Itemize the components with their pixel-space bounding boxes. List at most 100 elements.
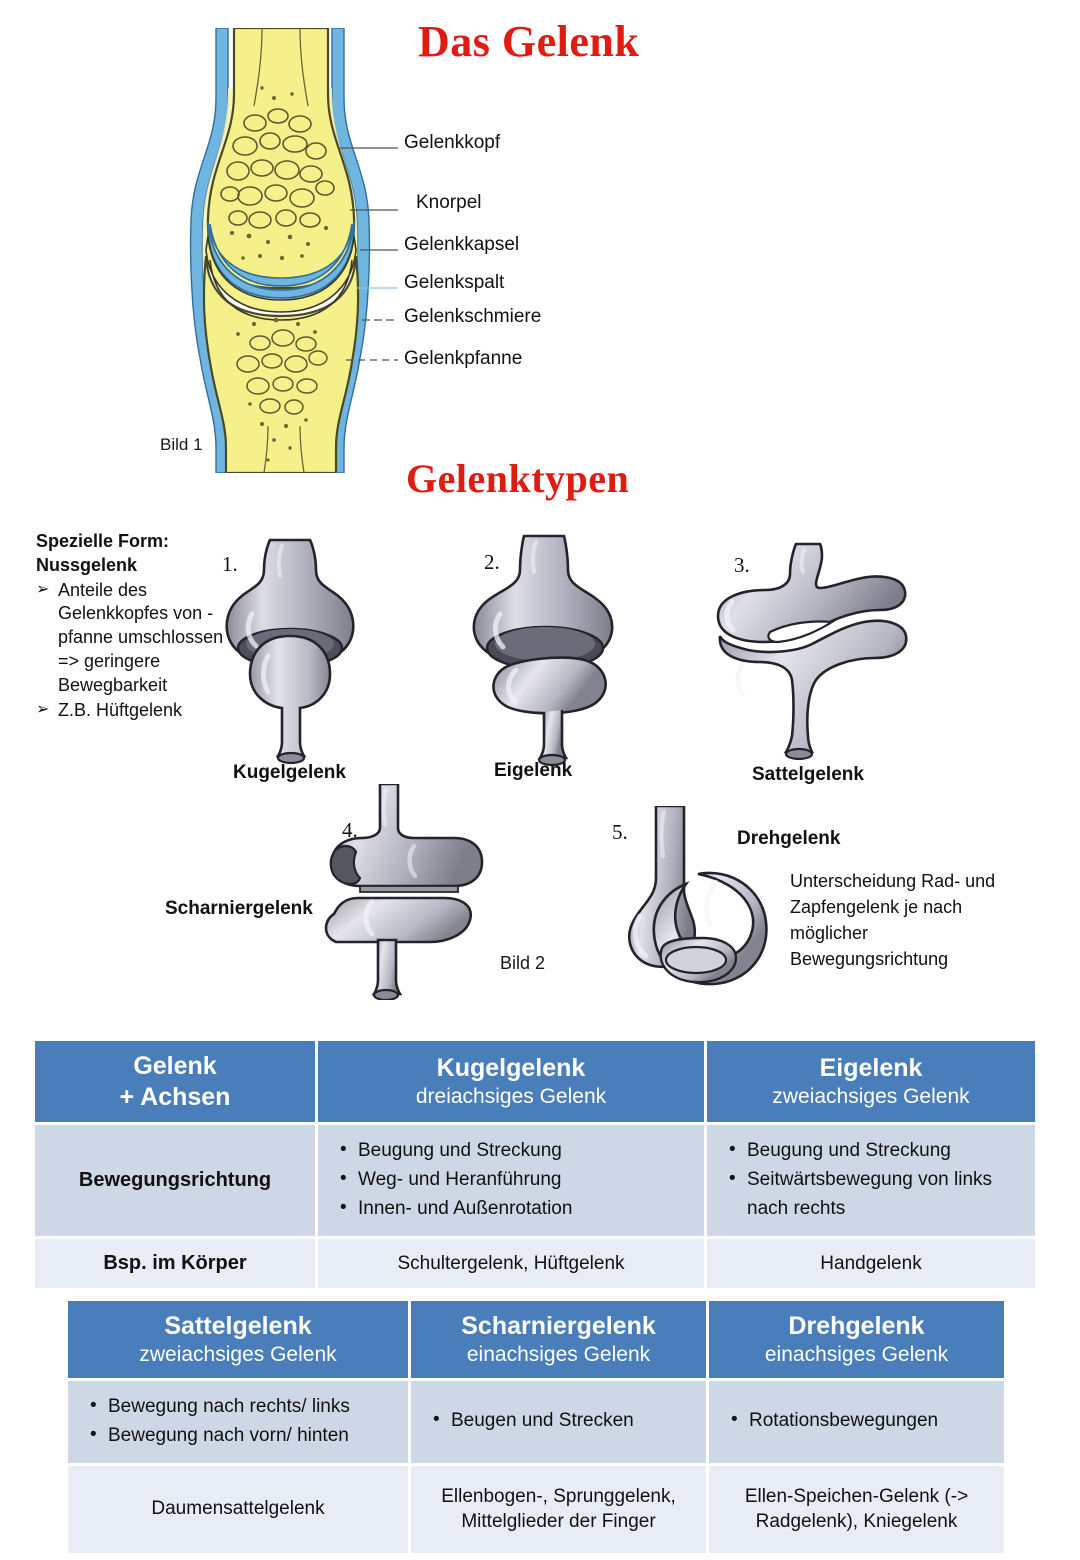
joint-comparison-table-2: Sattelgelenk zweiachsiges Gelenk Scharni… bbox=[65, 1298, 1007, 1556]
header-title: Eigelenk bbox=[819, 1054, 923, 1083]
special-form-bullet-text: Z.B. Hüftgelenk bbox=[58, 700, 183, 721]
table1-header-cell-1: Gelenk + Achsen bbox=[35, 1041, 315, 1122]
table2-cell-scharniergelenk-movements: • Beugen und Strecken bbox=[411, 1380, 706, 1463]
header-subtitle: einachsiges Gelenk bbox=[466, 1342, 651, 1366]
list-item: • Bewegung nach rechts/ links bbox=[82, 1393, 394, 1422]
bullet-icon: • bbox=[340, 1196, 347, 1218]
table2-cell-drehgelenk-movements: • Rotationsbewegungen bbox=[709, 1380, 1004, 1463]
bullet-icon: • bbox=[90, 1394, 97, 1416]
table-row: • Bewegung nach rechts/ links • Bewegung n… bbox=[68, 1380, 1004, 1463]
row-label-bewegungsrichtung: Bewegungsrichtung bbox=[35, 1125, 315, 1236]
anatomy-label-gelenkkapsel: Gelenkkapsel bbox=[404, 234, 520, 255]
list-item-text: Bewegung nach rechts/ links bbox=[108, 1395, 350, 1417]
row-label-bsp-im-koerper: Bsp. im Körper bbox=[35, 1238, 315, 1289]
list-item: • Innen- und Außenrotation bbox=[332, 1195, 690, 1224]
list-item: • Beugen und Strecken bbox=[425, 1407, 692, 1436]
header-title: Scharniergelenk bbox=[461, 1312, 656, 1340]
table2-header-cell-3: Drehgelenk einachsiges Gelenk bbox=[709, 1301, 1004, 1378]
list-item: • Rotationsbewegungen bbox=[723, 1407, 990, 1436]
table1-cell-eigelenk-examples: Handgelenk bbox=[707, 1238, 1035, 1289]
anatomy-label-gelenkkopf: Gelenkkopf bbox=[404, 132, 501, 153]
drehgelenk-illustration bbox=[610, 806, 790, 1012]
list-item: • Weg- und Heranführung bbox=[332, 1166, 690, 1195]
figure-number-5: 5. bbox=[612, 820, 628, 844]
section-title-gelenktypen: Gelenktypen bbox=[406, 456, 630, 501]
table-row: Bsp. im Körper Schultergelenk, Hüftgelen… bbox=[35, 1238, 1035, 1289]
list-item: • Bewegung nach vorn/ hinten bbox=[82, 1422, 394, 1451]
anatomy-label-gelenkpfanne: Gelenkpfanne bbox=[404, 348, 523, 369]
table1-header-cell-2: Kugelgelenk dreiachsiges Gelenk bbox=[318, 1041, 704, 1122]
header-subtitle: zweiachsiges Gelenk bbox=[139, 1342, 337, 1366]
bullet-icon: • bbox=[729, 1167, 736, 1189]
kugelgelenk-illustration bbox=[216, 536, 364, 766]
table1-cell-kugelgelenk-movements: • Beugung und Streckung • Weg- und Heranfü… bbox=[318, 1125, 704, 1236]
list-item-text: Beugen und Strecken bbox=[451, 1410, 634, 1432]
bullet-icon: • bbox=[731, 1409, 738, 1431]
anatomy-label-knorpel: Knorpel bbox=[416, 192, 482, 213]
table-header-row: Sattelgelenk zweiachsiges Gelenk Scharni… bbox=[68, 1301, 1004, 1378]
special-form-list: ➢ Anteile des Gelenkkopfes von -pfanne u… bbox=[36, 579, 236, 724]
joint-label-eigelenk: Eigelenk bbox=[494, 760, 573, 781]
special-form-heading-line1: Spezielle Form: bbox=[36, 531, 170, 551]
bullet-icon: • bbox=[90, 1423, 97, 1445]
joint-label-kugelgelenk: Kugelgelenk bbox=[233, 762, 346, 783]
header-title: Kugelgelenk bbox=[436, 1054, 586, 1083]
arrow-bullet-icon: ➢ bbox=[36, 580, 50, 598]
joint-label-sattelgelenk: Sattelgelenk bbox=[752, 764, 864, 785]
sattelgelenk-illustration bbox=[712, 540, 912, 760]
list-item: ➢ Anteile des Gelenkkopfes von -pfanne u… bbox=[36, 579, 236, 699]
list-item: •Beugung und Streckung bbox=[721, 1137, 1021, 1166]
arrow-bullet-icon: ➢ bbox=[36, 701, 50, 719]
page-title: Das Gelenk bbox=[418, 17, 640, 66]
table2-cell-scharniergelenk-examples: Ellenbogen-, Sprunggelenk, Mittelglieder… bbox=[411, 1465, 706, 1553]
header-title: Gelenk bbox=[133, 1052, 217, 1080]
table2-header-cell-2: Scharniergelenk einachsiges Gelenk bbox=[411, 1301, 706, 1378]
table-row: Bewegungsrichtung •Beugung und Streckung… bbox=[35, 1125, 1035, 1236]
list-item: • Seitwärtsbewegung von links nach rechts bbox=[721, 1166, 1021, 1224]
figure1-caption: Bild 1 bbox=[160, 435, 203, 454]
bullet-icon: • bbox=[433, 1409, 440, 1431]
header-subtitle: einachsiges Gelenk bbox=[764, 1342, 949, 1366]
list-item-text: Innen- und Außenrotation bbox=[358, 1197, 573, 1219]
header-subtitle: zweiachsiges Gelenk bbox=[772, 1084, 970, 1108]
table2-cell-sattelgelenk-movements: • Bewegung nach rechts/ links • Bewegung n… bbox=[68, 1380, 408, 1463]
figure1-leader-lines bbox=[340, 147, 398, 361]
joint-label-scharniergelenk: Scharniergelenk bbox=[165, 898, 313, 919]
movement-list: • Beugung und Streckung • Weg- und Heranfü… bbox=[332, 1137, 690, 1224]
table-header-row: Gelenk + Achsen Kugelgelenk dreiachsiges… bbox=[35, 1041, 1035, 1122]
table1-header-cell-3: Eigelenk zweiachsiges Gelenk bbox=[707, 1041, 1035, 1122]
joint-anatomy-illustration bbox=[150, 28, 412, 473]
header-title: Sattelgelenk bbox=[164, 1312, 312, 1340]
list-item-text: Weg- und Heranführung bbox=[358, 1168, 562, 1190]
anatomy-label-gelenkspalt: Gelenkspalt bbox=[404, 272, 505, 293]
table2-cell-sattelgelenk-examples: Daumensattelgelenk bbox=[68, 1465, 408, 1553]
list-item-text: Rotationsbewegungen bbox=[749, 1410, 939, 1432]
list-item-text: Beugung und Streckung bbox=[358, 1140, 562, 1161]
bullet-icon: • bbox=[340, 1167, 347, 1189]
special-form-bullet-text: Anteile des Gelenkkopfes von -pfanne ums… bbox=[58, 579, 224, 696]
scharniergelenk-illustration bbox=[318, 784, 498, 1000]
movement-list: • Beugen und Strecken bbox=[425, 1407, 692, 1436]
movement-list: • Bewegung nach rechts/ links • Bewegung n… bbox=[82, 1393, 394, 1451]
special-form-heading-line2: Nussgelenk bbox=[36, 554, 138, 575]
list-item-text: Seitwärtsbewegung von links nach rechts bbox=[747, 1168, 993, 1219]
table-row: Daumensattelgelenk Ellenbogen-, Sprungge… bbox=[68, 1465, 1004, 1553]
drehgelenk-description: Unterscheidung Rad- und Zapfengelenk je … bbox=[790, 871, 996, 970]
list-item-text: Beugung und Streckung bbox=[747, 1140, 951, 1161]
table1-cell-kugelgelenk-examples: Schultergelenk, Hüftgelenk bbox=[318, 1238, 704, 1289]
list-item: ➢ Z.B. Hüftgelenk bbox=[36, 699, 236, 723]
bullet-icon: • bbox=[340, 1139, 347, 1160]
figure-number-3: 3. bbox=[734, 553, 750, 577]
list-item-text: Bewegung nach vorn/ hinten bbox=[108, 1424, 349, 1446]
figure-number-2: 2. bbox=[484, 550, 500, 574]
joint-comparison-table-1: Gelenk + Achsen Kugelgelenk dreiachsiges… bbox=[32, 1038, 1038, 1291]
figure-number-1: 1. bbox=[222, 552, 238, 576]
eigelenk-illustration bbox=[466, 534, 626, 766]
header-subtitle: + Achsen bbox=[119, 1082, 231, 1111]
special-form-block: Spezielle Form: Nussgelenk ➢ Anteile des… bbox=[36, 530, 236, 723]
anatomy-label-gelenkschmiere: Gelenkschmiere bbox=[404, 306, 542, 327]
header-subtitle: dreiachsiges Gelenk bbox=[415, 1084, 607, 1108]
movement-list: • Rotationsbewegungen bbox=[723, 1407, 990, 1436]
table2-cell-drehgelenk-examples: Ellen-Speichen-Gelenk (-> Radgelenk), Kn… bbox=[709, 1465, 1004, 1553]
table2-header-cell-1: Sattelgelenk zweiachsiges Gelenk bbox=[68, 1301, 408, 1378]
